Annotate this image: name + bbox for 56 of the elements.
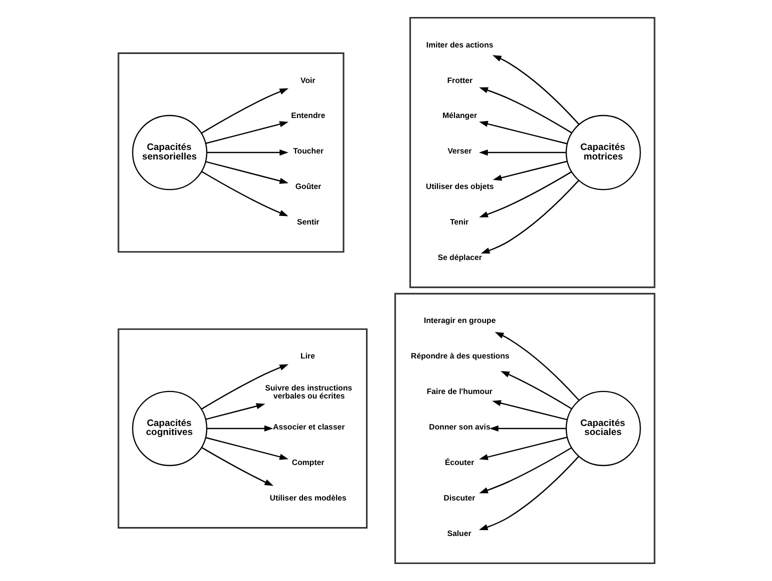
arrow [478, 456, 579, 530]
node-text: Voir [300, 76, 315, 85]
node-circle: Capacités cognitives [132, 390, 207, 466]
arrow [478, 171, 572, 218]
node-text: Saluer [446, 529, 471, 538]
arrow [200, 88, 288, 134]
node-text: Faire de l'humour [426, 387, 492, 396]
node-text: Associer et classer [272, 422, 344, 432]
node-text: Se déplacer [437, 253, 482, 262]
arrow [478, 87, 572, 134]
arrow [492, 55, 579, 125]
arrow [492, 400, 567, 420]
node-text: Lire [300, 352, 315, 361]
arrow [206, 425, 273, 432]
node-circle: Capacités motrices [565, 114, 640, 190]
cluster [117, 328, 368, 529]
node-text: Utiliser des objets [425, 182, 494, 192]
node-text: Imiter des actions [426, 40, 493, 50]
node-text: Compter [291, 458, 324, 468]
node-circle: Capacités sensorielles [132, 114, 207, 190]
node-text: Toucher [292, 146, 324, 156]
node-text: Mélanger [442, 111, 477, 120]
arrow [478, 120, 567, 144]
node-text: Tenir [449, 218, 468, 227]
arrow [492, 160, 567, 181]
arrow [205, 121, 288, 144]
arrow [478, 436, 567, 460]
arrow [500, 371, 572, 410]
arrow [200, 170, 288, 216]
node-text: Répondre à des questions [410, 352, 509, 361]
arrow [205, 161, 288, 184]
node-text: Frotter [446, 76, 472, 85]
node-text: Interagir en groupe [423, 316, 496, 326]
arrow [205, 436, 288, 460]
arrow [478, 447, 572, 494]
node-text: Suivre des instructions verbales ou écrites [264, 384, 352, 401]
arrow [206, 149, 288, 156]
cluster [117, 52, 344, 253]
node-circle: Capacités sociales [565, 390, 640, 466]
node-text: Discuter [443, 494, 475, 503]
arrow [494, 332, 579, 401]
arrow [200, 364, 288, 410]
node-text: Sentir [296, 218, 319, 227]
arrow [205, 403, 265, 420]
arrow [480, 180, 579, 254]
node-text: Donner son avis [428, 422, 490, 432]
node-text: Écouter [444, 458, 474, 468]
arrow [478, 149, 566, 156]
arrow [489, 425, 566, 432]
node-text: Verser [447, 146, 472, 156]
node-text: Goûter [294, 182, 321, 192]
cluster [408, 16, 655, 288]
arrow [200, 446, 273, 486]
node-text: Utiliser des modèles [269, 494, 346, 503]
node-text: Entendre [290, 111, 325, 120]
cluster [394, 292, 655, 564]
